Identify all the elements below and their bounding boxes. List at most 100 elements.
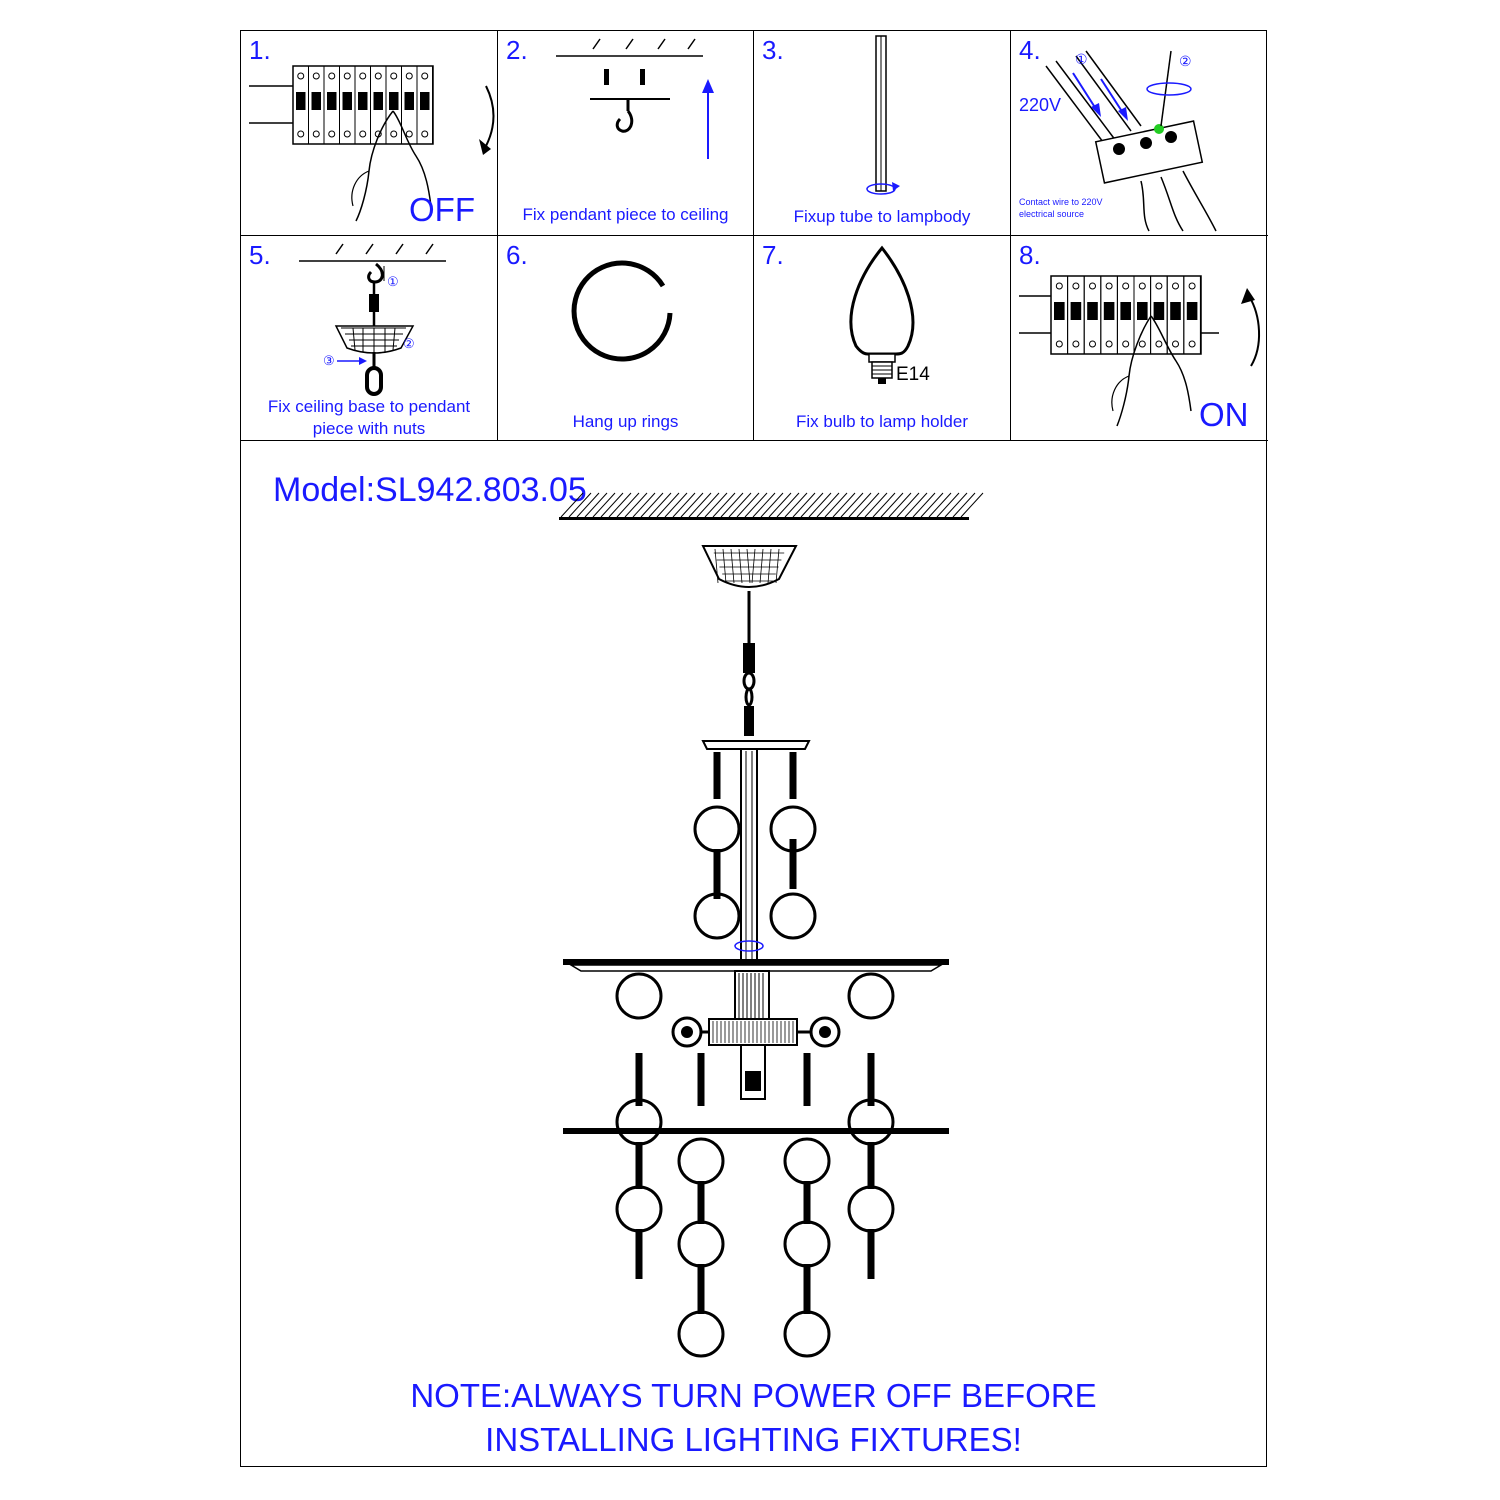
- voltage-label: 220V: [1019, 95, 1062, 115]
- terminal-screw: [1122, 282, 1130, 290]
- terminal-screw: [343, 130, 351, 138]
- hatch-line: [568, 492, 592, 518]
- chain-link: [742, 671, 756, 691]
- hatch-line: [944, 492, 968, 518]
- hatch-line: [888, 492, 912, 518]
- middle-plate: [563, 959, 949, 965]
- hatch-line: [792, 492, 816, 518]
- terminal-screw: [1105, 340, 1113, 348]
- step-2-panel: 2. Fix pendant piece to ceiling: [498, 31, 754, 236]
- terminal-screw: [1155, 340, 1163, 348]
- marker-2: ②: [1179, 53, 1192, 69]
- bulb-illustration: [849, 245, 915, 384]
- glass-ring: [847, 1185, 895, 1233]
- breaker-switch: [1186, 302, 1198, 320]
- hatch-line: [840, 492, 864, 518]
- breaker-switch: [1070, 302, 1082, 320]
- terminal-screw: [1055, 282, 1063, 290]
- breaker-module: [1183, 275, 1201, 355]
- hub-column: [734, 970, 770, 1022]
- marker-1: ①: [1075, 51, 1088, 67]
- hatch-line: [680, 492, 704, 518]
- rod-bar: [713, 849, 721, 899]
- wiring-note-line2: electrical source: [1019, 209, 1085, 219]
- model-number: Model:SL942.803.05: [273, 471, 587, 509]
- step-5-caption-line1: Fix ceiling base to pendant: [267, 397, 471, 416]
- breaker-switch: [1087, 302, 1098, 320]
- rod-bar: [697, 1181, 705, 1224]
- step-3-panel: 3. Fixup tube to lampbody: [754, 31, 1011, 236]
- hatch-line: [824, 492, 848, 518]
- hatch-line: [648, 492, 672, 518]
- step-number: 8.: [1019, 240, 1041, 270]
- terminal-screw: [1188, 282, 1196, 290]
- glass-ring: [783, 1137, 831, 1185]
- breaker-switch: [1153, 302, 1165, 320]
- step-number: 4.: [1019, 35, 1041, 65]
- hatch-line: [640, 492, 664, 518]
- hatch-line: [904, 492, 928, 518]
- hatch-line: [624, 492, 648, 518]
- rod-bar: [867, 1142, 875, 1189]
- terminal-screw: [1072, 340, 1080, 348]
- off-label: OFF: [409, 191, 475, 228]
- terminal-screw: [1188, 340, 1196, 348]
- hatch-line: [592, 492, 616, 518]
- rotate-indicator: [734, 940, 764, 952]
- wiring-illustration: [1045, 50, 1217, 232]
- hatch-line: [560, 492, 584, 518]
- hatch-line: [960, 492, 984, 518]
- hatch-line: [832, 492, 856, 518]
- hatch-line: [872, 492, 896, 518]
- terminal-screw: [1172, 282, 1179, 290]
- top-plate: [701, 740, 811, 750]
- rod-bar: [867, 1229, 875, 1279]
- terminal-screw: [405, 72, 413, 80]
- hatch-line: [800, 492, 824, 518]
- hatch-line: [952, 492, 976, 518]
- rod-coupler: [743, 643, 755, 673]
- terminal-screw: [1155, 282, 1163, 290]
- safety-note-line2: INSTALLING LIGHTING FIXTURES!: [485, 1421, 1022, 1458]
- step-number: 7.: [762, 240, 784, 270]
- hatch-line: [656, 492, 680, 518]
- step-5-panel: 5. ① ② ③ Fix ceiling base t: [241, 236, 498, 441]
- glass-ring: [783, 1310, 831, 1358]
- hatch-line: [576, 492, 600, 518]
- hatch-line: [808, 492, 832, 518]
- ceiling-base-illustration: [299, 243, 446, 396]
- breaker-switch: [358, 92, 368, 110]
- hatch-line: [736, 492, 760, 518]
- terminal-screw: [328, 130, 336, 138]
- step-2-caption: Fix pendant piece to ceiling: [522, 205, 729, 224]
- step-number: 5.: [249, 240, 271, 270]
- glass-ring: [693, 892, 741, 940]
- glass-ring: [677, 1310, 725, 1358]
- hatch-line: [608, 492, 632, 518]
- terminal-screw: [1089, 282, 1096, 290]
- central-column: [740, 748, 758, 978]
- terminal-screw: [1172, 340, 1179, 348]
- breaker-switch: [404, 92, 414, 110]
- hatch-line: [688, 492, 712, 518]
- terminal-screw: [1105, 282, 1113, 290]
- terminal-screw: [1138, 340, 1146, 348]
- step-number: 2.: [506, 35, 528, 65]
- ring-illustration: [571, 260, 673, 362]
- step-7-caption: Fix bulb to lamp holder: [796, 412, 968, 431]
- hatch-line: [896, 492, 920, 518]
- glass-ring: [677, 1220, 725, 1268]
- step-8-panel: 8. ON: [1011, 236, 1268, 441]
- breaker-switch: [1120, 302, 1131, 320]
- breaker-switch: [1103, 302, 1115, 320]
- step-7-panel: 7. E14 Fix bulb to lamp holder: [754, 236, 1011, 441]
- ceiling-hook-illustration: [556, 38, 714, 159]
- terminal-screw: [405, 130, 413, 138]
- hatch-line: [936, 492, 960, 518]
- ceiling-hatch: [560, 492, 984, 518]
- canopy-grid: [713, 548, 785, 584]
- rod-bar: [697, 1264, 705, 1314]
- terminal-screw: [374, 72, 382, 80]
- breaker-switch: [420, 92, 430, 110]
- terminal-screw: [359, 130, 367, 138]
